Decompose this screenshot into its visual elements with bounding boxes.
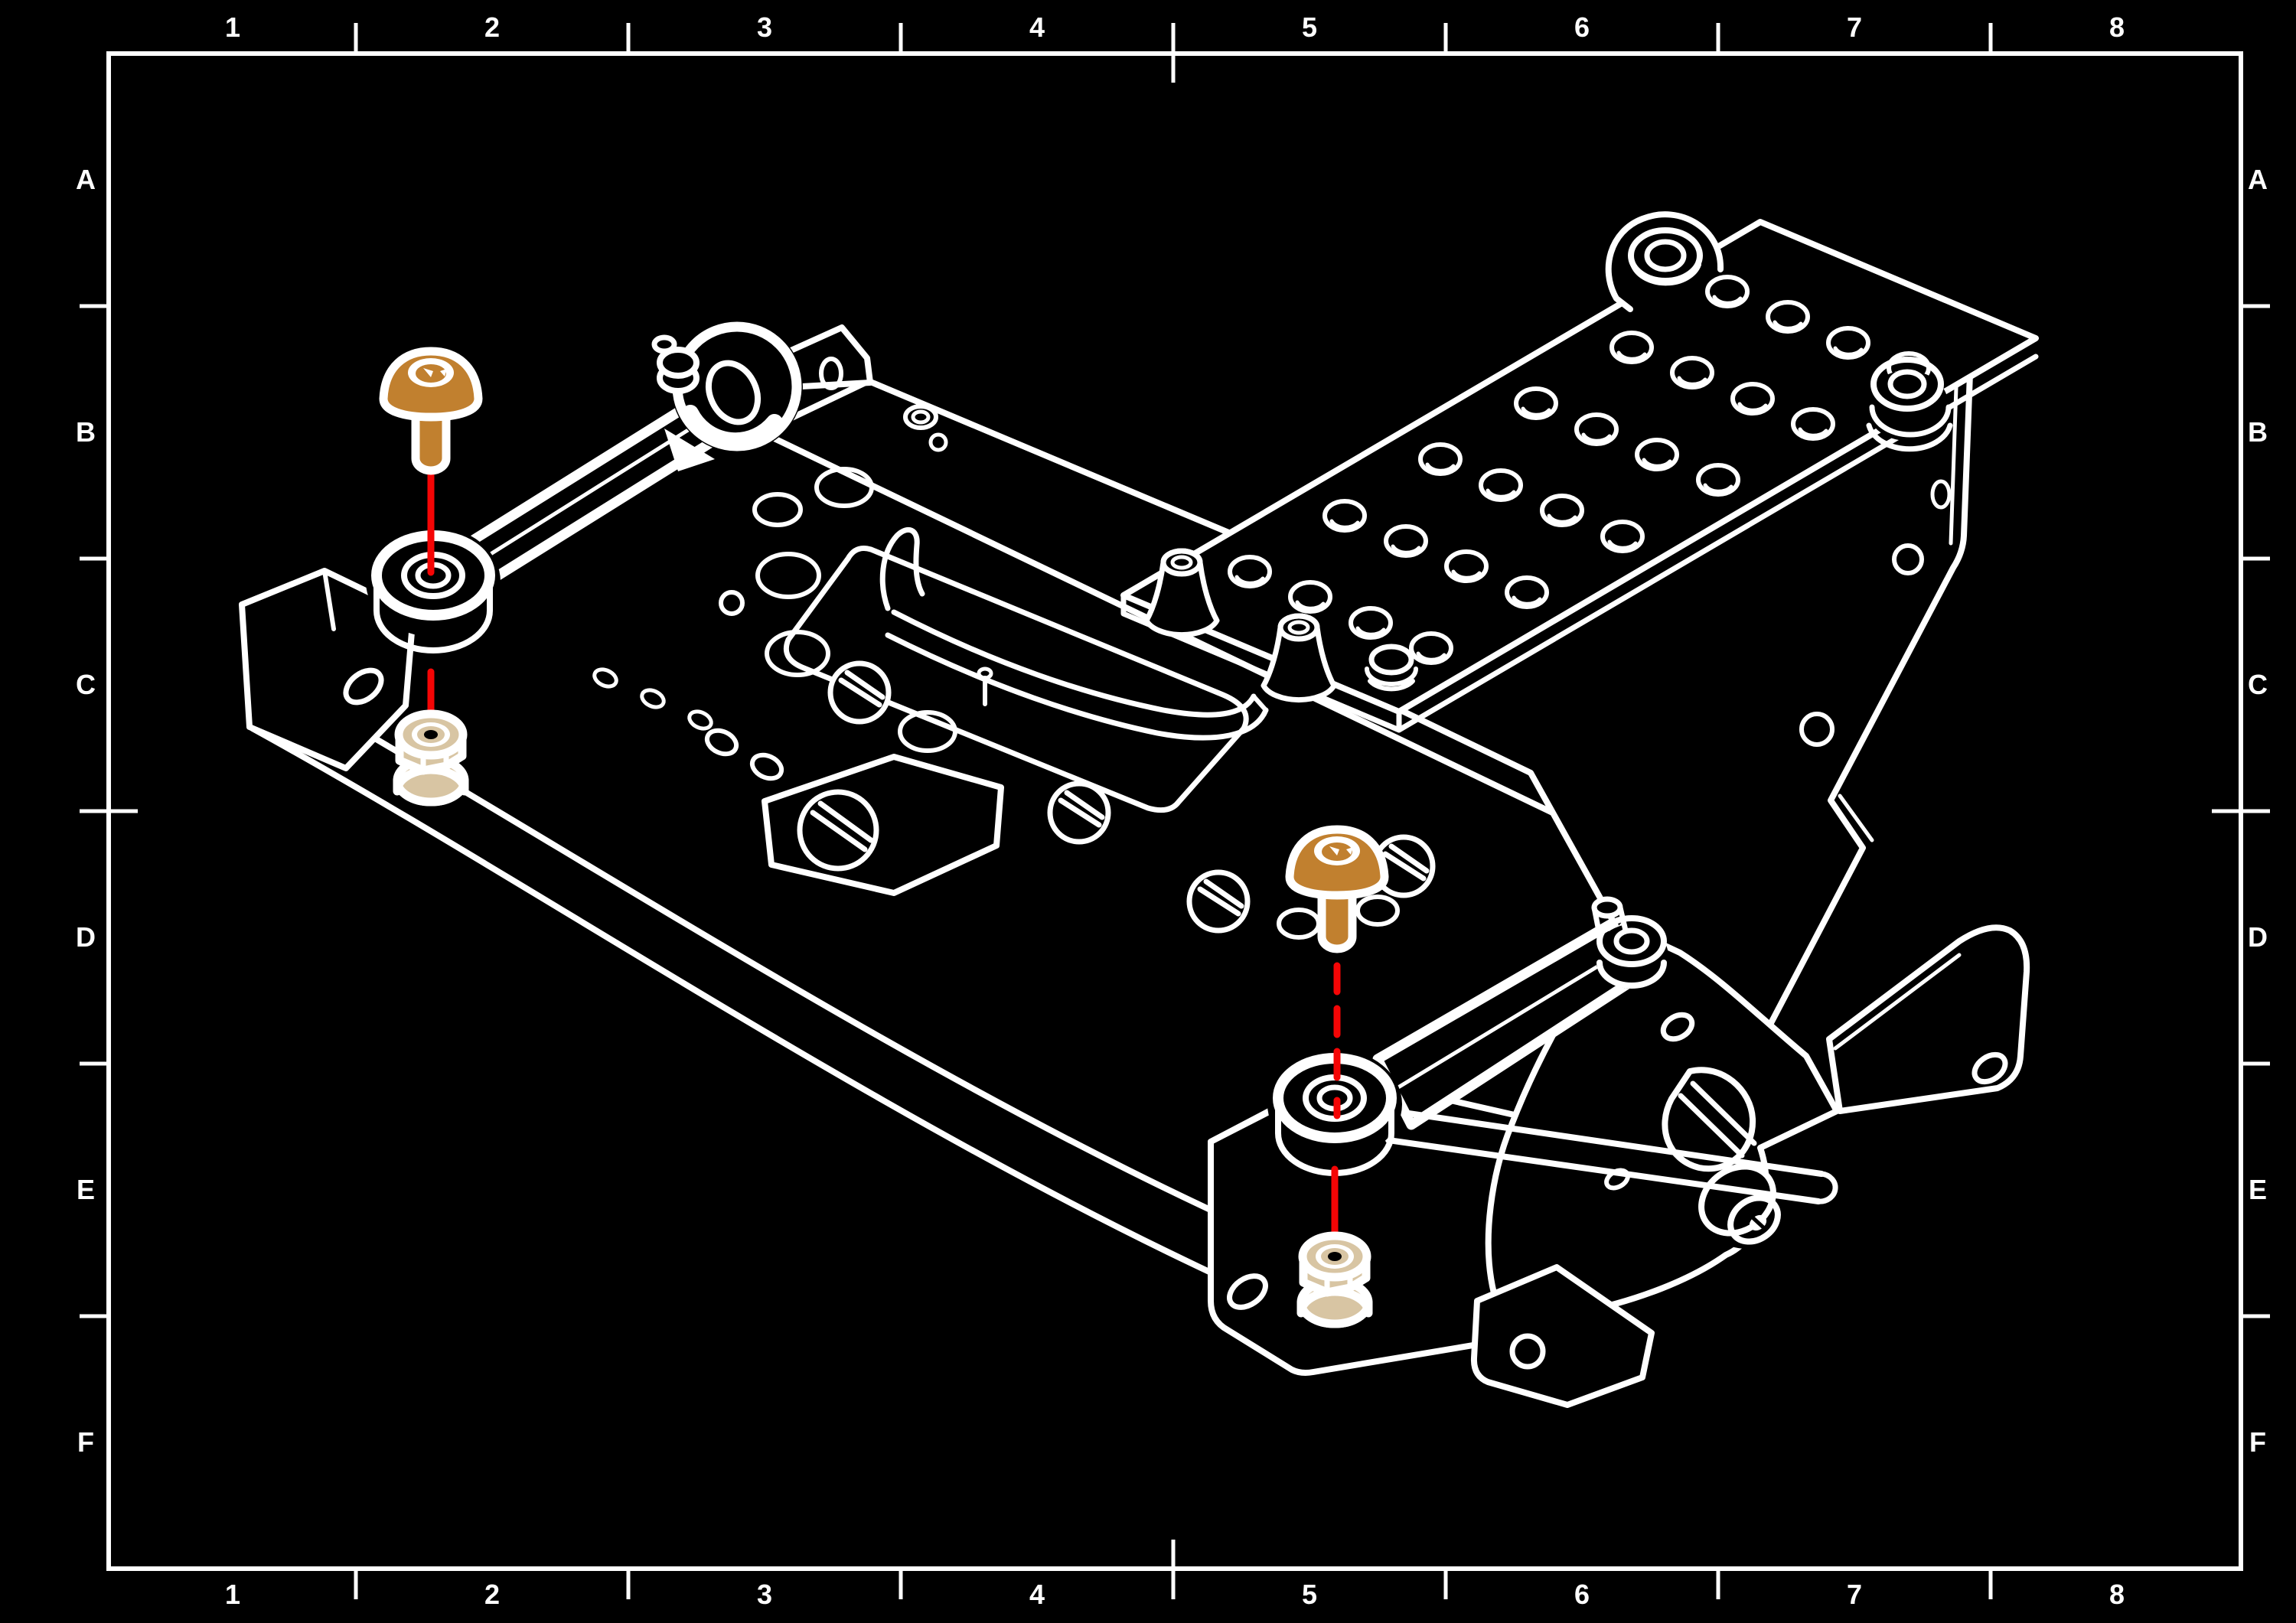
row-label: E xyxy=(2249,1174,2267,1205)
row-label: C xyxy=(2248,669,2268,700)
col-label: 4 xyxy=(1029,1579,1045,1610)
row-label: C xyxy=(76,669,96,700)
cable-hook-lower xyxy=(885,632,1269,741)
col-label: 3 xyxy=(757,1579,772,1610)
col-label: 1 xyxy=(225,1579,240,1610)
col-label: 5 xyxy=(1302,11,1317,43)
front-rail-inner xyxy=(249,725,1212,1275)
highlighted-nut-1 xyxy=(397,714,465,802)
column-labels-bottom: 1 2 3 4 5 6 7 8 xyxy=(225,1579,2125,1610)
col-label: 7 xyxy=(1847,1579,1862,1610)
col-label: 8 xyxy=(2109,1579,2125,1610)
row-label: F xyxy=(77,1426,94,1458)
right-link-arm xyxy=(1372,896,1838,1204)
col-label: 3 xyxy=(757,11,772,43)
row-labels-left: A B C D E F xyxy=(76,164,96,1458)
col-label: 7 xyxy=(1847,11,1862,43)
row-labels-right: A B C D E F xyxy=(2248,164,2268,1458)
frame-ticks-top xyxy=(354,23,1993,83)
arm-end-bushing xyxy=(1591,896,1668,989)
row-label: F xyxy=(2249,1426,2266,1458)
front-rail-outer xyxy=(266,675,1221,1217)
col-label: 8 xyxy=(2109,11,2125,43)
plate-corner-grommet-stack xyxy=(1866,357,1953,452)
highlighted-nut-2 xyxy=(1301,1236,1368,1324)
perforated-plate xyxy=(1120,211,2039,733)
row-label: B xyxy=(76,416,96,448)
row-label: D xyxy=(76,921,96,953)
drawing-frame-border xyxy=(106,51,2243,1571)
wing-bracket xyxy=(1826,924,2030,1114)
highlighted-screw-2 xyxy=(1290,829,1384,949)
col-label: 5 xyxy=(1302,1579,1317,1610)
row-label: D xyxy=(2248,921,2268,953)
small-grommet-stack xyxy=(1365,644,1418,692)
highlighted-screw-1 xyxy=(383,351,478,471)
slotted-screw-icon xyxy=(1050,784,1108,842)
clevis-washer-stack xyxy=(651,334,700,394)
left-bracket xyxy=(239,568,416,771)
column-labels-top: 1 2 3 4 5 6 7 8 xyxy=(225,11,2125,43)
frame-ticks-bottom xyxy=(354,1540,1993,1599)
row-label: A xyxy=(76,164,96,195)
row-label: E xyxy=(77,1174,95,1205)
col-label: 2 xyxy=(484,11,500,43)
col-label: 6 xyxy=(1574,11,1590,43)
col-label: 2 xyxy=(484,1579,500,1610)
mount-bracket-slotted xyxy=(762,754,1004,896)
row-label: A xyxy=(2248,164,2268,195)
deck-holes xyxy=(592,404,1400,940)
foot-bracket xyxy=(1470,1264,1655,1408)
link-rod xyxy=(1385,1108,1825,1204)
col-label: 6 xyxy=(1574,1579,1590,1610)
plate-corner-grommet-tab xyxy=(1605,211,1724,312)
goose-neck xyxy=(879,526,925,611)
slotted-screw-icon xyxy=(830,663,889,722)
row-label: B xyxy=(2248,416,2268,448)
col-label: 4 xyxy=(1029,11,1045,43)
left-link-arm xyxy=(439,321,803,600)
frame-ticks-right xyxy=(2212,304,2270,1318)
frame-ticks-left xyxy=(80,304,138,1318)
col-label: 1 xyxy=(225,11,240,43)
slotted-screw-icon xyxy=(1189,872,1247,930)
cable-hook-upper xyxy=(891,609,1257,718)
deck-center-cutout xyxy=(783,526,1269,813)
